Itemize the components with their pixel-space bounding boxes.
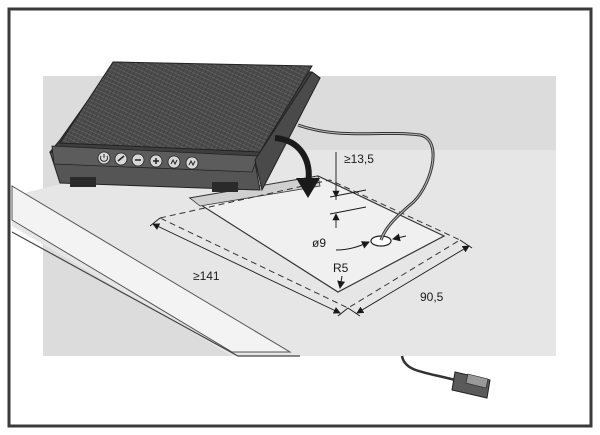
cutout-inner-wall	[189, 175, 321, 207]
rotation-arrow-icon	[274, 135, 312, 185]
power-button-icon	[97, 151, 111, 165]
hole-diameter-label: ø9	[312, 236, 326, 250]
height-label: ≥13,5	[344, 152, 374, 166]
mute-button-icon	[185, 156, 199, 170]
minus-button-icon	[131, 153, 145, 167]
speaker-grille-icon	[59, 61, 313, 153]
speakerphone-device	[48, 61, 321, 192]
mic-button-icon	[167, 155, 181, 169]
device-stand	[254, 71, 321, 192]
height-dimension	[329, 152, 367, 228]
width-label: 90,5	[420, 290, 444, 304]
plug-connector-icon	[451, 371, 491, 399]
table-edge-line	[11, 231, 300, 357]
length-dimension	[149, 217, 349, 317]
plus-button-icon	[149, 154, 163, 168]
length-label: ≥141	[193, 269, 220, 283]
radius-label: R5	[333, 261, 349, 275]
width-dimension	[347, 239, 473, 317]
phone-button-icon	[114, 152, 128, 166]
lower-cable	[400, 355, 456, 382]
